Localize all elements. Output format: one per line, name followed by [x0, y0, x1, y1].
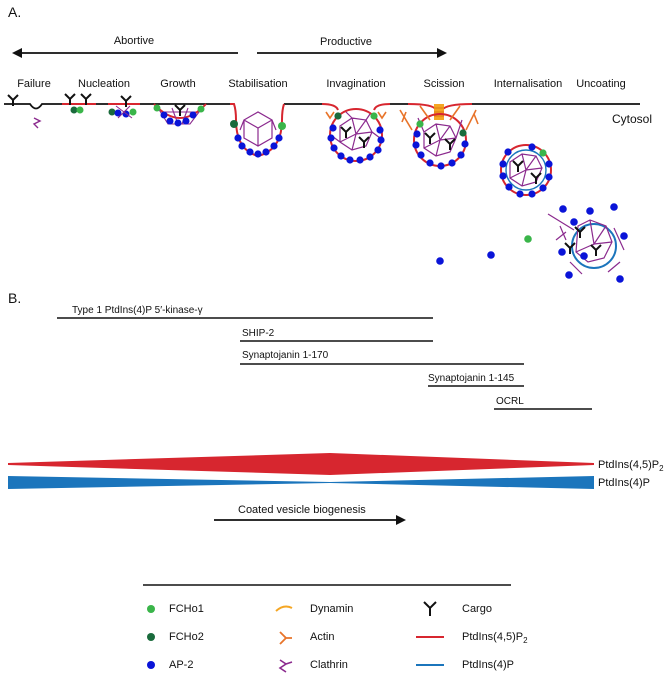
- uncoating-stage: [436, 203, 628, 283]
- stabilisation-stage: [230, 103, 286, 158]
- enzyme-label-ocrl: OCRL: [496, 396, 524, 407]
- stage-labels: Failure Nucleation Growth Stabilisation …: [17, 78, 626, 90]
- legend-ap2-swatch: [147, 661, 155, 669]
- legend-fcho1-swatch: [147, 605, 155, 613]
- legend-clathrin-label: Clathrin: [310, 659, 348, 671]
- legend-cargo-label: Cargo: [462, 603, 492, 615]
- stage-internalisation: Internalisation: [494, 78, 563, 90]
- nucleation-stage: [62, 93, 140, 119]
- legend-pip2-label: PtdIns(4,5)P2: [462, 631, 528, 645]
- cytosol-label: Cytosol: [612, 112, 652, 126]
- enzyme-label-synj170: Synaptojanin 1-170: [242, 350, 329, 361]
- plasma-membrane: [4, 103, 640, 110]
- abortive-label: Abortive: [114, 35, 154, 47]
- legend-fcho2-swatch: [147, 633, 155, 641]
- stage-scission: Scission: [424, 78, 465, 90]
- panel-b-label: B.: [8, 290, 21, 306]
- stage-stabilisation: Stabilisation: [228, 78, 287, 90]
- pi4p-wedge-label: PtdIns(4)P: [598, 477, 650, 489]
- legend-actin-label: Actin: [310, 631, 334, 643]
- internalisation-stage: [499, 143, 553, 198]
- legend-cargo-swatch: [423, 601, 437, 616]
- legend-fcho2-label: FCHo2: [169, 631, 204, 643]
- legend-dynamin-swatch: [275, 605, 293, 612]
- pi4p-wedge: [8, 476, 594, 489]
- stage-nucleation: Nucleation: [78, 78, 130, 90]
- stage-uncoating: Uncoating: [576, 78, 626, 90]
- legend-actin-swatch: [279, 631, 292, 645]
- enzyme-label-pip5k: Type 1 PtdIns(4)P 5′-kinase-γ: [72, 305, 203, 316]
- legend-fcho1-label: FCHo1: [169, 603, 204, 615]
- scission-stage: [399, 103, 479, 170]
- productive-label: Productive: [320, 36, 372, 48]
- enzyme-timeline: Type 1 PtdIns(4)P 5′-kinase-γ SHIP-2 Syn…: [57, 305, 592, 410]
- enzyme-label-synj145: Synaptojanin 1-145: [428, 373, 515, 384]
- pip2-wedge-label: PtdIns(4,5)P2: [598, 459, 664, 473]
- legend-clathrin-swatch: [278, 659, 293, 673]
- invagination-stage: [321, 103, 391, 164]
- stage-invagination: Invagination: [326, 78, 385, 90]
- legend: FCHo1 FCHo2 AP-2 Dynamin Actin Clathrin …: [147, 601, 528, 673]
- enzyme-label-ship2: SHIP-2: [242, 328, 275, 339]
- growth-stage: [153, 103, 207, 127]
- stage-failure: Failure: [17, 78, 51, 90]
- stage-growth: Growth: [160, 78, 195, 90]
- legend-ap2-label: AP-2: [169, 659, 193, 671]
- panel-a-label: A.: [8, 4, 21, 20]
- failure-stage: [7, 94, 42, 129]
- legend-dynamin-label: Dynamin: [310, 603, 353, 615]
- process-label: Coated vesicle biogenesis: [238, 504, 366, 516]
- legend-pi4p-label: PtdIns(4)P: [462, 659, 514, 671]
- pip2-wedge: [8, 453, 594, 475]
